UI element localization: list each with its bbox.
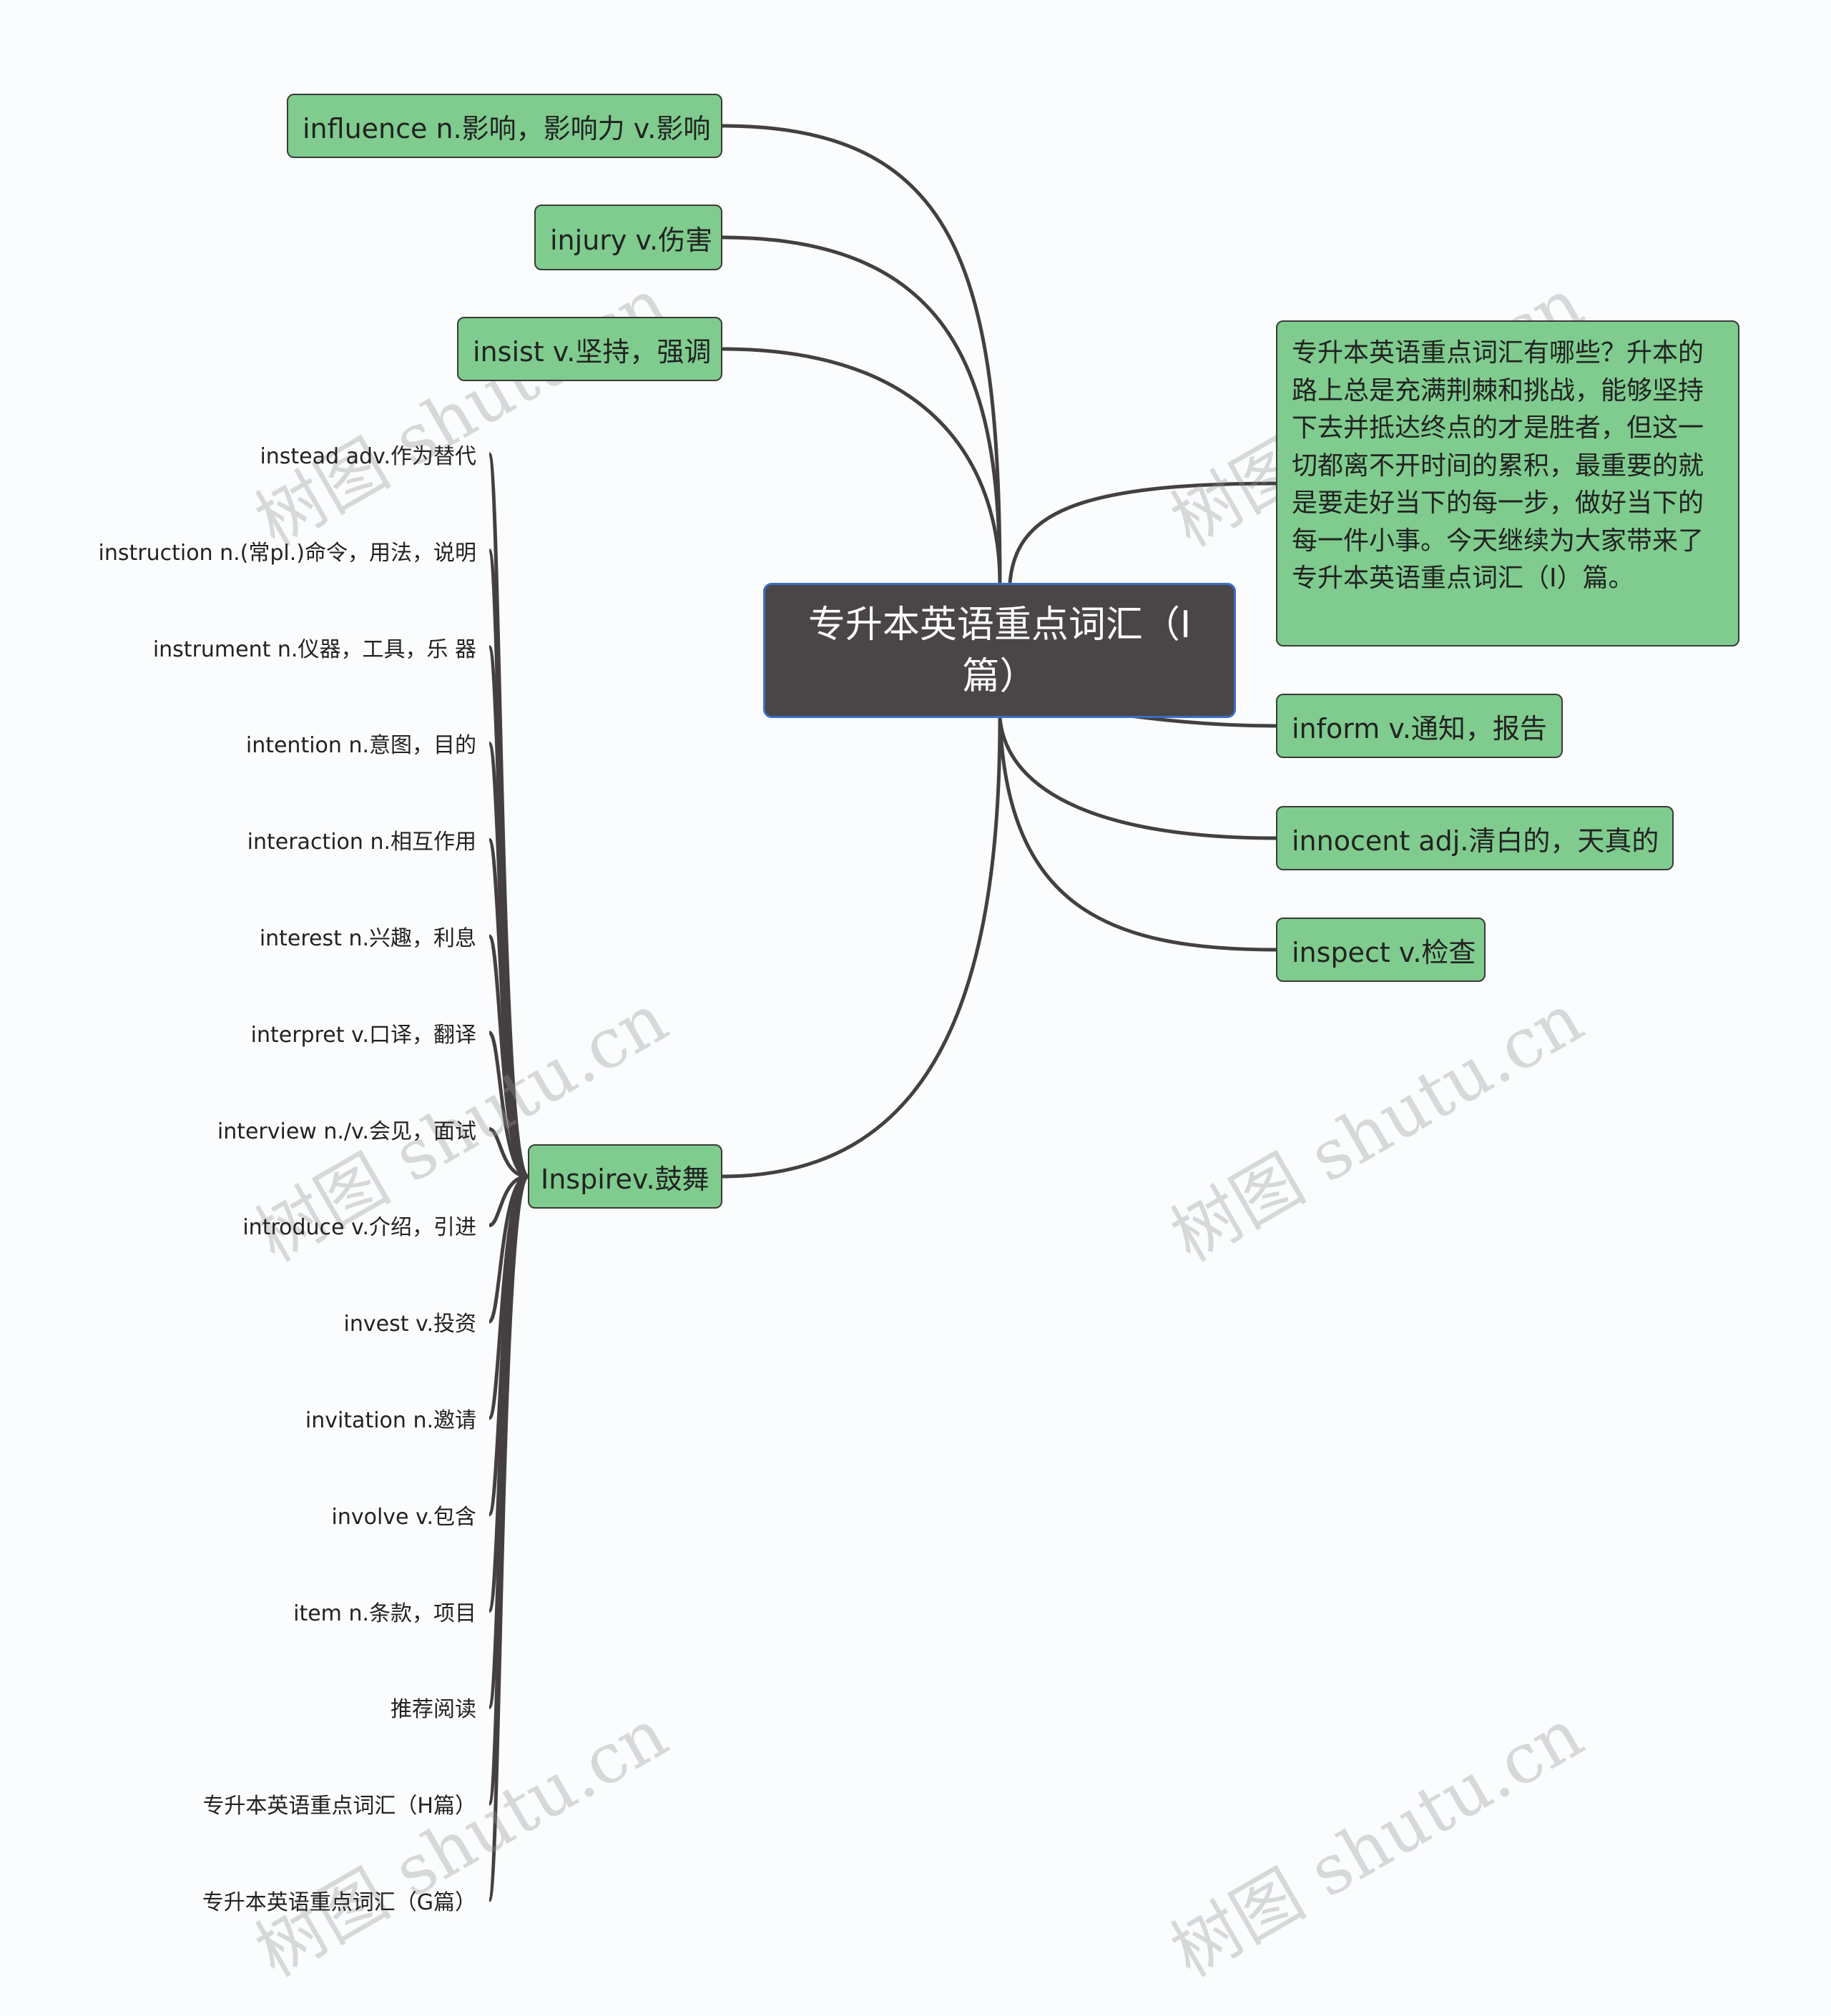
topic-inspect[interactable]: inspect v.检查 — [1276, 918, 1486, 982]
edge-left-topic — [722, 235, 1002, 584]
subtopic-item[interactable]: item n.条款，项目 — [293, 1600, 476, 1626]
subtopic-item[interactable]: interpret v.口译，翻译 — [250, 1022, 476, 1048]
edge-subtopic — [487, 1031, 529, 1179]
edge-subtopic — [487, 1174, 530, 1902]
topic-inspire[interactable]: Inspirev.鼓舞 — [528, 1144, 722, 1209]
subtopic-item[interactable]: 专升本英语重点词汇（H篇） — [202, 1794, 476, 1819]
edge-left-topic — [722, 124, 1002, 584]
edge-right-topic — [998, 717, 1277, 952]
topic-influence[interactable]: influence n.影响，影响力 v.影响 — [287, 94, 722, 158]
subtopic-item[interactable]: invest v.投资 — [343, 1312, 476, 1337]
edge-inspire — [722, 717, 1002, 1179]
root-topic[interactable]: 专升本英语重点词汇（I篇） — [763, 583, 1236, 718]
subtopic-item[interactable]: instrument n.仪器，工具，乐 器 — [152, 636, 476, 662]
subtopic-item[interactable]: 推荐阅读 — [391, 1697, 476, 1723]
topic-innocent[interactable]: innocent adj.清白的，天真的 — [1276, 806, 1674, 870]
subtopic-item[interactable]: 专升本英语重点词汇（G篇） — [202, 1890, 476, 1915]
subtopic-item[interactable]: interest n.兴趣，利息 — [259, 926, 476, 951]
description-topic[interactable]: 专升本英语重点词汇有哪些？升本的路上总是充满荆棘和挑战，能够坚持下去并抵达终点的… — [1276, 320, 1739, 646]
topic-injury[interactable]: injury v.伤害 — [534, 205, 722, 270]
edge-right-topic — [998, 717, 1277, 840]
topic-insist[interactable]: insist v.坚持，强调 — [457, 317, 722, 381]
subtopic-item[interactable]: intention n.意图，目的 — [245, 733, 476, 759]
edge-subtopic — [487, 934, 529, 1179]
subtopic-item[interactable]: instead adv.作为替代 — [260, 444, 476, 469]
edge-subtopic — [489, 1174, 529, 1227]
edge-subtopic — [489, 1127, 529, 1179]
edge-left-topic — [722, 347, 1002, 584]
subtopic-item[interactable]: interaction n.相互作用 — [247, 830, 476, 855]
subtopic-item[interactable]: introduce v.介绍，引进 — [242, 1215, 476, 1241]
topic-inform[interactable]: inform v.通知，报告 — [1276, 694, 1563, 758]
subtopic-item[interactable]: interview n./v.会见，面试 — [217, 1118, 476, 1144]
subtopic-item[interactable]: invitation n.邀请 — [305, 1408, 476, 1433]
subtopic-item[interactable]: involve v.包含 — [331, 1504, 477, 1530]
subtopic-item[interactable]: instruction n.(常pl.)命令，用法，说明 — [98, 540, 476, 566]
edge-description — [1008, 481, 1277, 584]
